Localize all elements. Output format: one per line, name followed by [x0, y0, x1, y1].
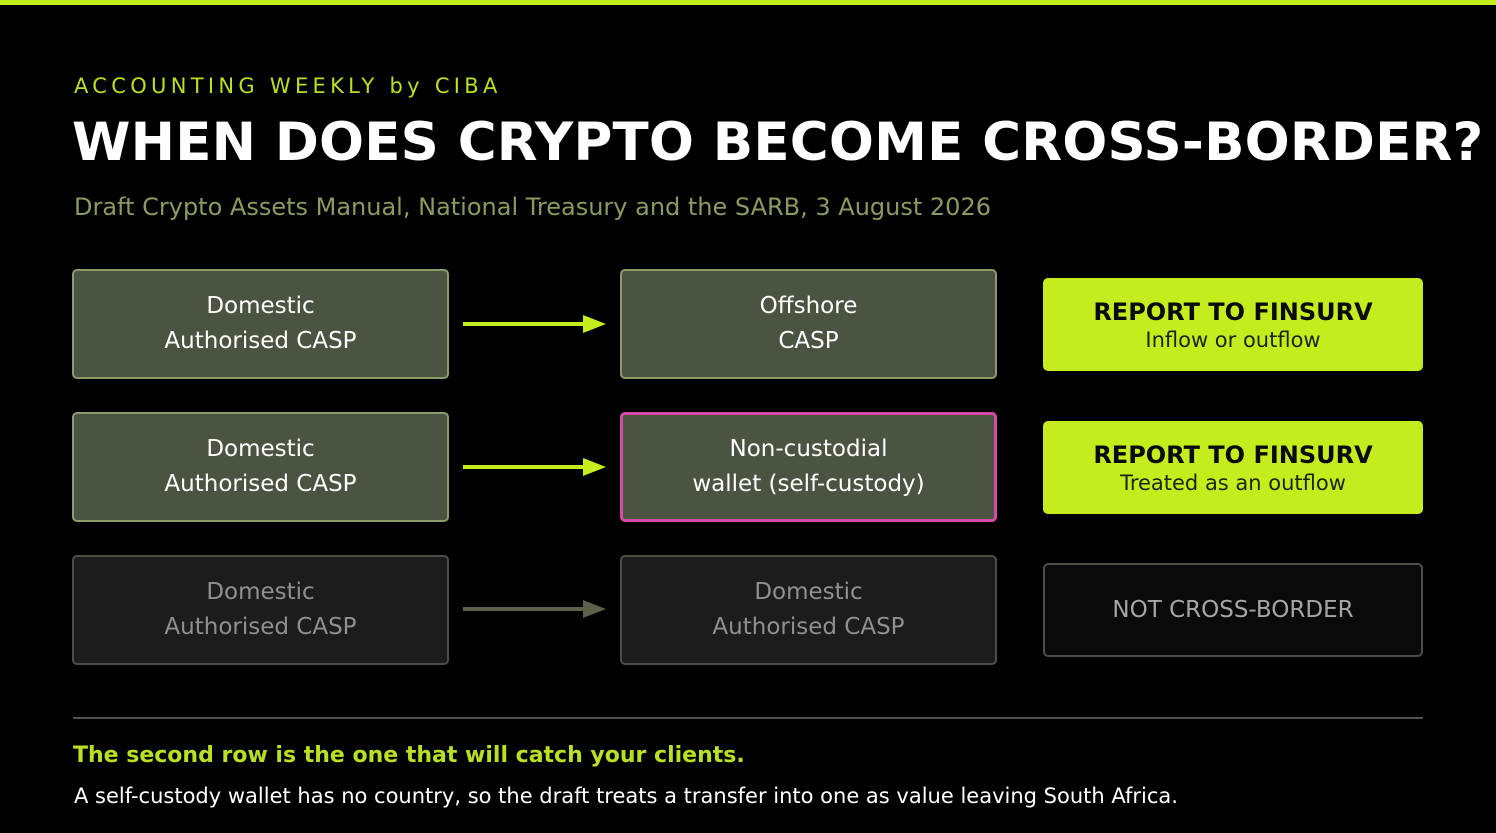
row2-from-line1: Domestic [206, 436, 315, 462]
row1-arrow-icon [463, 315, 606, 333]
row2-result-heading: REPORT TO FINSURV [1093, 440, 1373, 469]
row2-from-node: Domestic Authorised CASP [72, 412, 449, 522]
row3-from-node: Domestic Authorised CASP [72, 555, 449, 665]
row1-to-node: Offshore CASP [620, 269, 997, 379]
row2-result-detail: Treated as an outflow [1120, 470, 1346, 495]
row2-arrow-icon [463, 458, 606, 476]
row3-to-line2: Authorised CASP [712, 614, 905, 640]
row3-from-line1: Domestic [206, 579, 315, 605]
row1-from-line1: Domestic [206, 293, 315, 319]
footer-body: A self-custody wallet has no country, so… [74, 784, 1178, 808]
row1-from-line2: Authorised CASP [164, 328, 357, 354]
row2-from-line2: Authorised CASP [164, 471, 357, 497]
page-title: WHEN DOES CRYPTO BECOME CROSS-BORDER? [72, 112, 1484, 173]
row3-from-line2: Authorised CASP [164, 614, 357, 640]
page-subtitle: Draft Crypto Assets Manual, National Tre… [74, 193, 991, 221]
row3-arrow-icon [463, 600, 606, 618]
row1-to-line2: CASP [778, 328, 839, 354]
row2-to-node: Non-custodial wallet (self-custody) [620, 412, 997, 522]
row3-result-badge: NOT CROSS-BORDER [1043, 563, 1423, 657]
top-accent-bar [0, 0, 1496, 5]
publication-kicker: ACCOUNTING WEEKLY by CIBA [74, 74, 502, 98]
row3-to-node: Domestic Authorised CASP [620, 555, 997, 665]
row2-to-line1: Non-custodial [729, 436, 888, 462]
row1-result-badge: REPORT TO FINSURV Inflow or outflow [1043, 278, 1423, 371]
row2-to-line2: wallet (self-custody) [692, 471, 925, 497]
row1-to-line1: Offshore [759, 293, 858, 319]
row3-to-line1: Domestic [754, 579, 863, 605]
footer-divider [73, 717, 1423, 719]
row1-from-node: Domestic Authorised CASP [72, 269, 449, 379]
row1-result-heading: REPORT TO FINSURV [1093, 297, 1373, 326]
row3-result-heading: NOT CROSS-BORDER [1112, 597, 1354, 623]
row1-result-detail: Inflow or outflow [1145, 327, 1321, 352]
footer-highlight: The second row is the one that will catc… [73, 743, 745, 768]
row2-result-badge: REPORT TO FINSURV Treated as an outflow [1043, 421, 1423, 514]
